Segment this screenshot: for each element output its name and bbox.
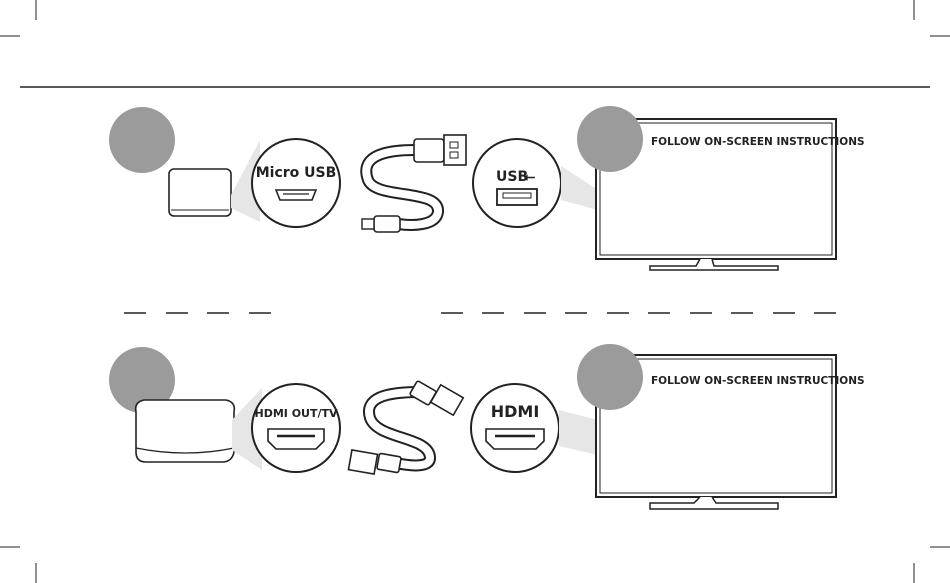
hdmi-port-icon [268, 429, 324, 449]
usb-symbol-icon: ⭠ [524, 169, 535, 185]
screen-instruction-2: FOLLOW ON-SCREEN INSTRUCTIONS [651, 375, 865, 387]
hdmi-out-zoom [252, 384, 340, 472]
micro-usb-zoom [252, 139, 340, 227]
screen-instruction: FOLLOW ON-SCREEN INSTRUCTIONS [651, 136, 865, 148]
hdmi-tv-port-icon [486, 429, 544, 449]
streaming-box-icon [136, 400, 235, 462]
step-2: HDMI OUT/TV HDMI FOLLOW ON-SCREE [109, 344, 865, 509]
tv-zoom-cone-2 [559, 410, 598, 455]
step-1-badge [109, 107, 175, 173]
hdmi-cable-icon [348, 381, 463, 475]
usb-port-icon [497, 189, 537, 205]
step-2-tv-badge [577, 344, 643, 410]
hdmi-tv-zoom [471, 384, 559, 472]
tv-zoom-cone [561, 166, 598, 210]
hdmi-label: HDMI [491, 402, 540, 421]
usb-cable-icon [362, 135, 466, 232]
hdmi-out-label: HDMI OUT/TV [254, 407, 338, 420]
device-icon [169, 169, 231, 216]
step-1-tv-badge [577, 106, 643, 172]
step-1: Micro USB USB ⭠ [109, 106, 865, 270]
micro-usb-label: Micro USB [256, 165, 337, 181]
micro-usb-port-icon [276, 190, 316, 200]
